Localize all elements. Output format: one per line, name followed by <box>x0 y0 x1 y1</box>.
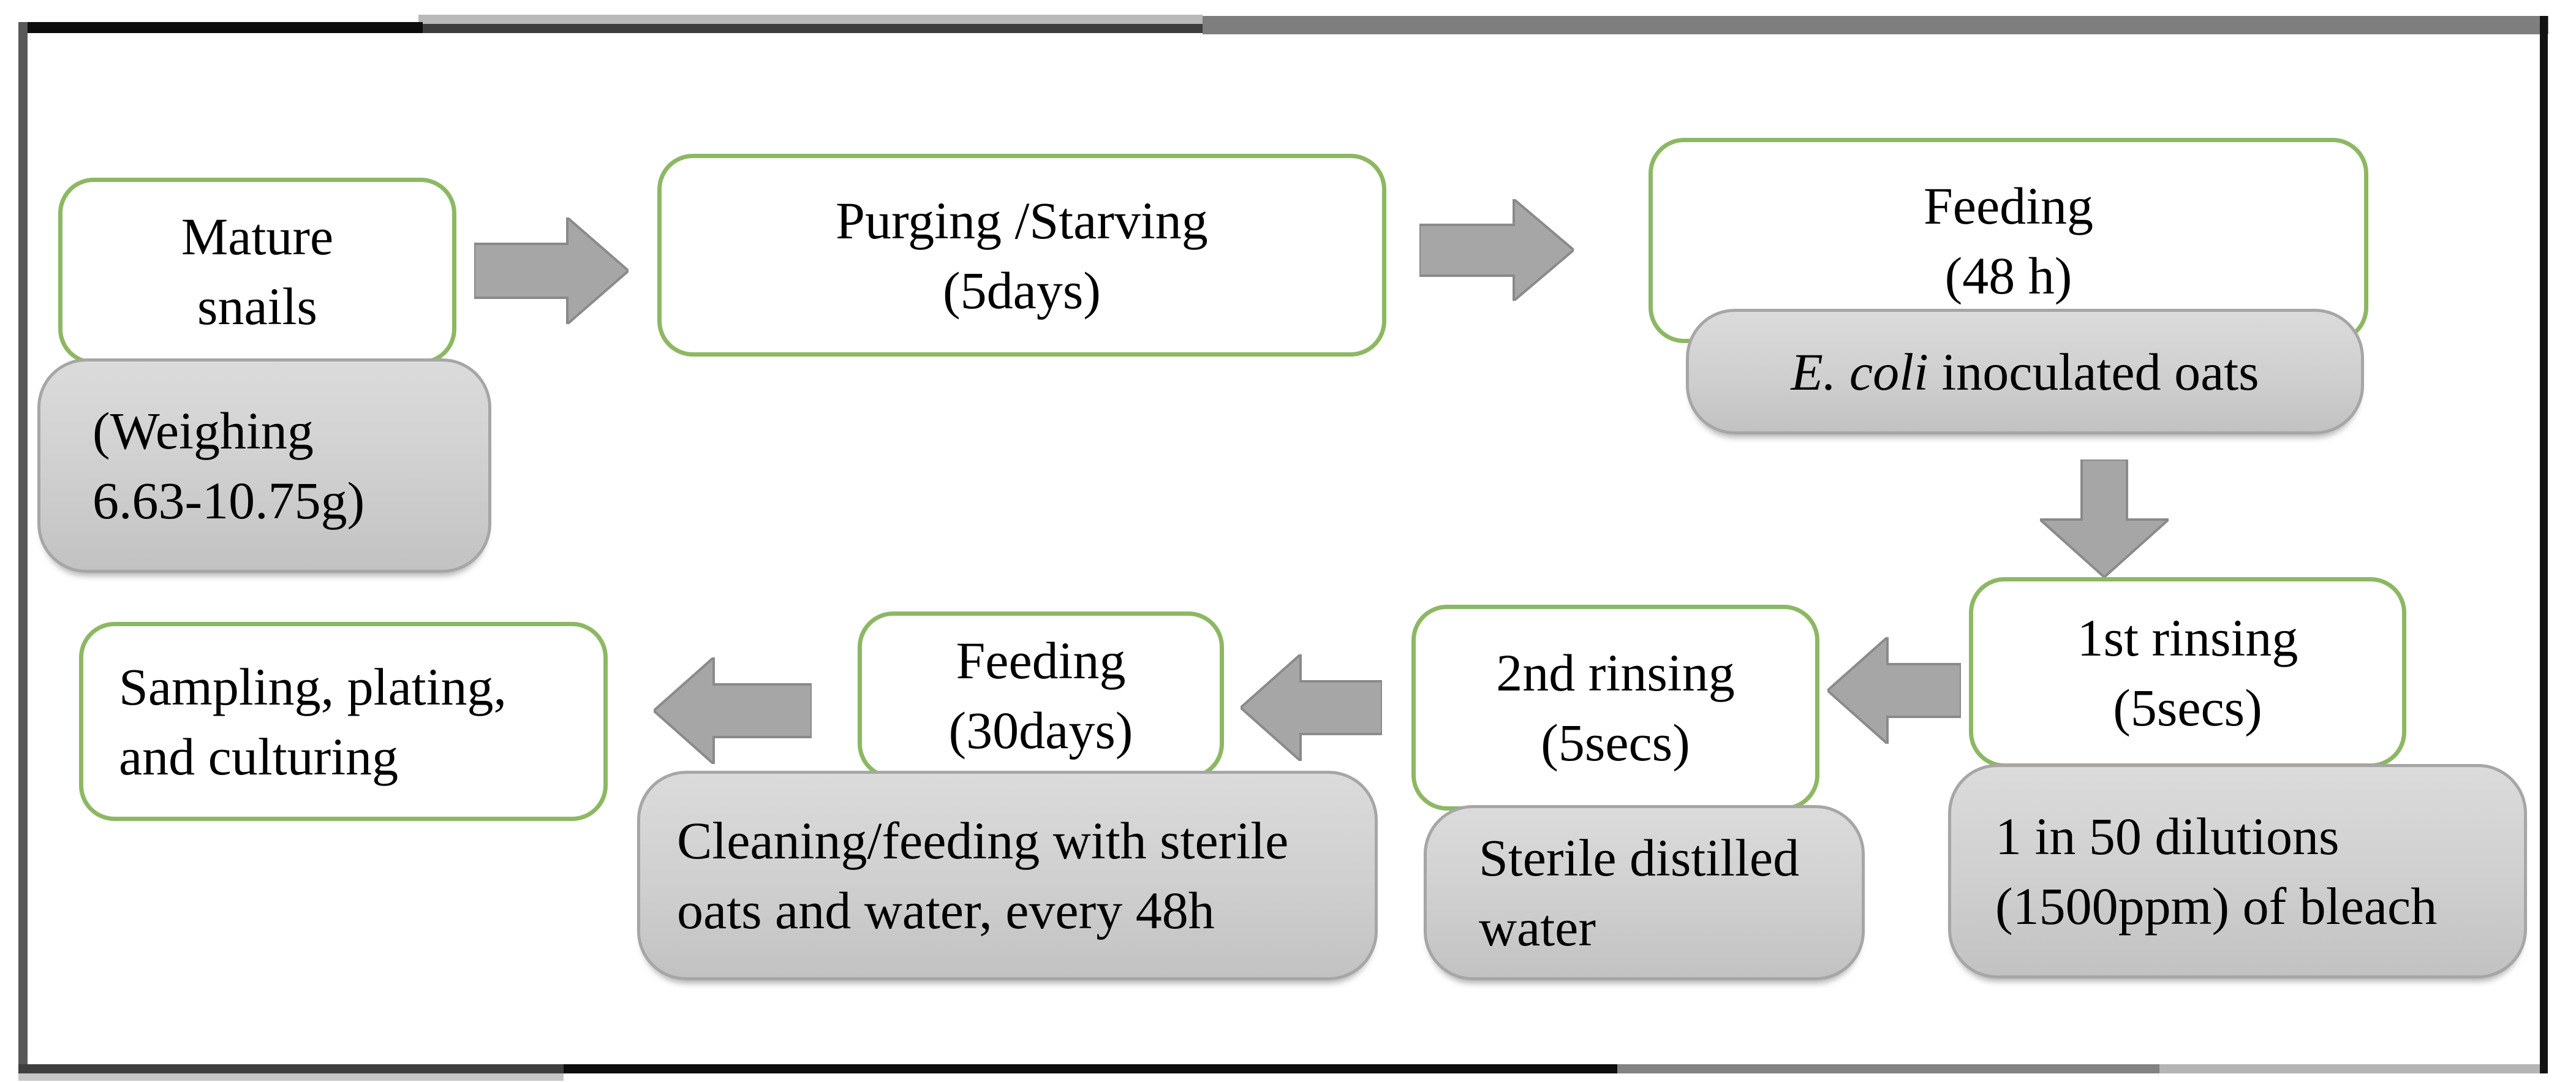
node-label-line: 1st rinsing <box>2077 608 2298 667</box>
note-weighing: (Weighing 6.63-10.75g) <box>37 358 491 573</box>
arrow-left-icon <box>1241 654 1382 761</box>
node-label-line: (48 h) <box>1944 246 2072 305</box>
note-sterile-distilled-water: Sterile distilled water <box>1424 805 1865 980</box>
note-text-line: water <box>1479 898 1596 957</box>
arrow-right-icon <box>1419 199 1574 301</box>
note-text-line: Cleaning/feeding with sterile <box>677 811 1289 870</box>
note-bleach-dilution: 1 in 50 dilutions (1500ppm) of bleach <box>1948 764 2527 978</box>
node-mature-snails: Mature snails <box>58 178 456 365</box>
frame-bottom-mid-gray <box>1617 1064 2159 1073</box>
node-label-line: Sampling, plating, <box>119 657 507 716</box>
node-label-line: (5days) <box>943 260 1101 320</box>
frame-top-dark-gray <box>423 24 1203 33</box>
node-label-line: (30days) <box>948 701 1133 760</box>
arrow-right-icon <box>474 218 629 324</box>
arrow-down-icon <box>2040 460 2169 577</box>
frame-bottom-left-dark <box>18 1064 564 1073</box>
node-label-line: Feeding <box>1923 176 2094 235</box>
note-text-line: (Weighing <box>93 401 314 460</box>
note-text-line: Sterile distilled <box>1479 828 1800 887</box>
node-label-line: 2nd rinsing <box>1496 643 1735 702</box>
node-feeding-30days: Feeding (30days) <box>858 611 1224 779</box>
note-cleaning-feeding: Cleaning/feeding with sterile oats and w… <box>637 771 1378 980</box>
note-ecoli-inoculated-oats: E. coli inoculated oats <box>1686 309 2364 434</box>
arrow-left-icon <box>654 657 812 764</box>
node-sampling-plating-culturing: Sampling, plating, and culturing <box>79 622 608 821</box>
node-label-line: Feeding <box>956 631 1126 690</box>
note-text-line: 1 in 50 dilutions <box>1995 807 2340 866</box>
node-second-rinsing: 2nd rinsing (5secs) <box>1411 605 1819 811</box>
frame-left-border <box>18 22 28 1072</box>
frame-top-right-gray <box>1203 16 2548 34</box>
frame-bottom-right-light <box>2159 1064 2540 1073</box>
node-label-line: Purging /Starving <box>836 191 1208 250</box>
node-label-line: and culturing <box>119 727 399 786</box>
node-label-line: (5secs) <box>1541 713 1690 772</box>
note-text-line: oats and water, every 48h <box>677 881 1215 940</box>
frame-right-border <box>2540 16 2548 1073</box>
note-text-line: 6.63-10.75g) <box>93 471 365 530</box>
frame-top-light-band <box>418 15 1203 24</box>
node-first-rinsing: 1st rinsing (5secs) <box>1969 577 2406 768</box>
node-purging-starving: Purging /Starving (5days) <box>657 154 1386 357</box>
node-label-line: (5secs) <box>2113 678 2262 737</box>
node-label-line: Mature <box>181 206 334 266</box>
note-text-line: E. coli inoculated oats <box>1791 337 2259 407</box>
note-text-line: (1500ppm) of bleach <box>1995 877 2438 936</box>
arrow-left-icon <box>1827 637 1961 744</box>
ecoli-rest-text: inoculated oats <box>1928 342 2259 401</box>
ecoli-italic-text: E. coli <box>1791 342 1928 401</box>
frame-top-left-black <box>18 22 423 33</box>
frame-bottom-left-shadow <box>18 1073 564 1081</box>
frame-bottom-black <box>564 1064 1617 1073</box>
node-label-line: snails <box>197 276 317 336</box>
